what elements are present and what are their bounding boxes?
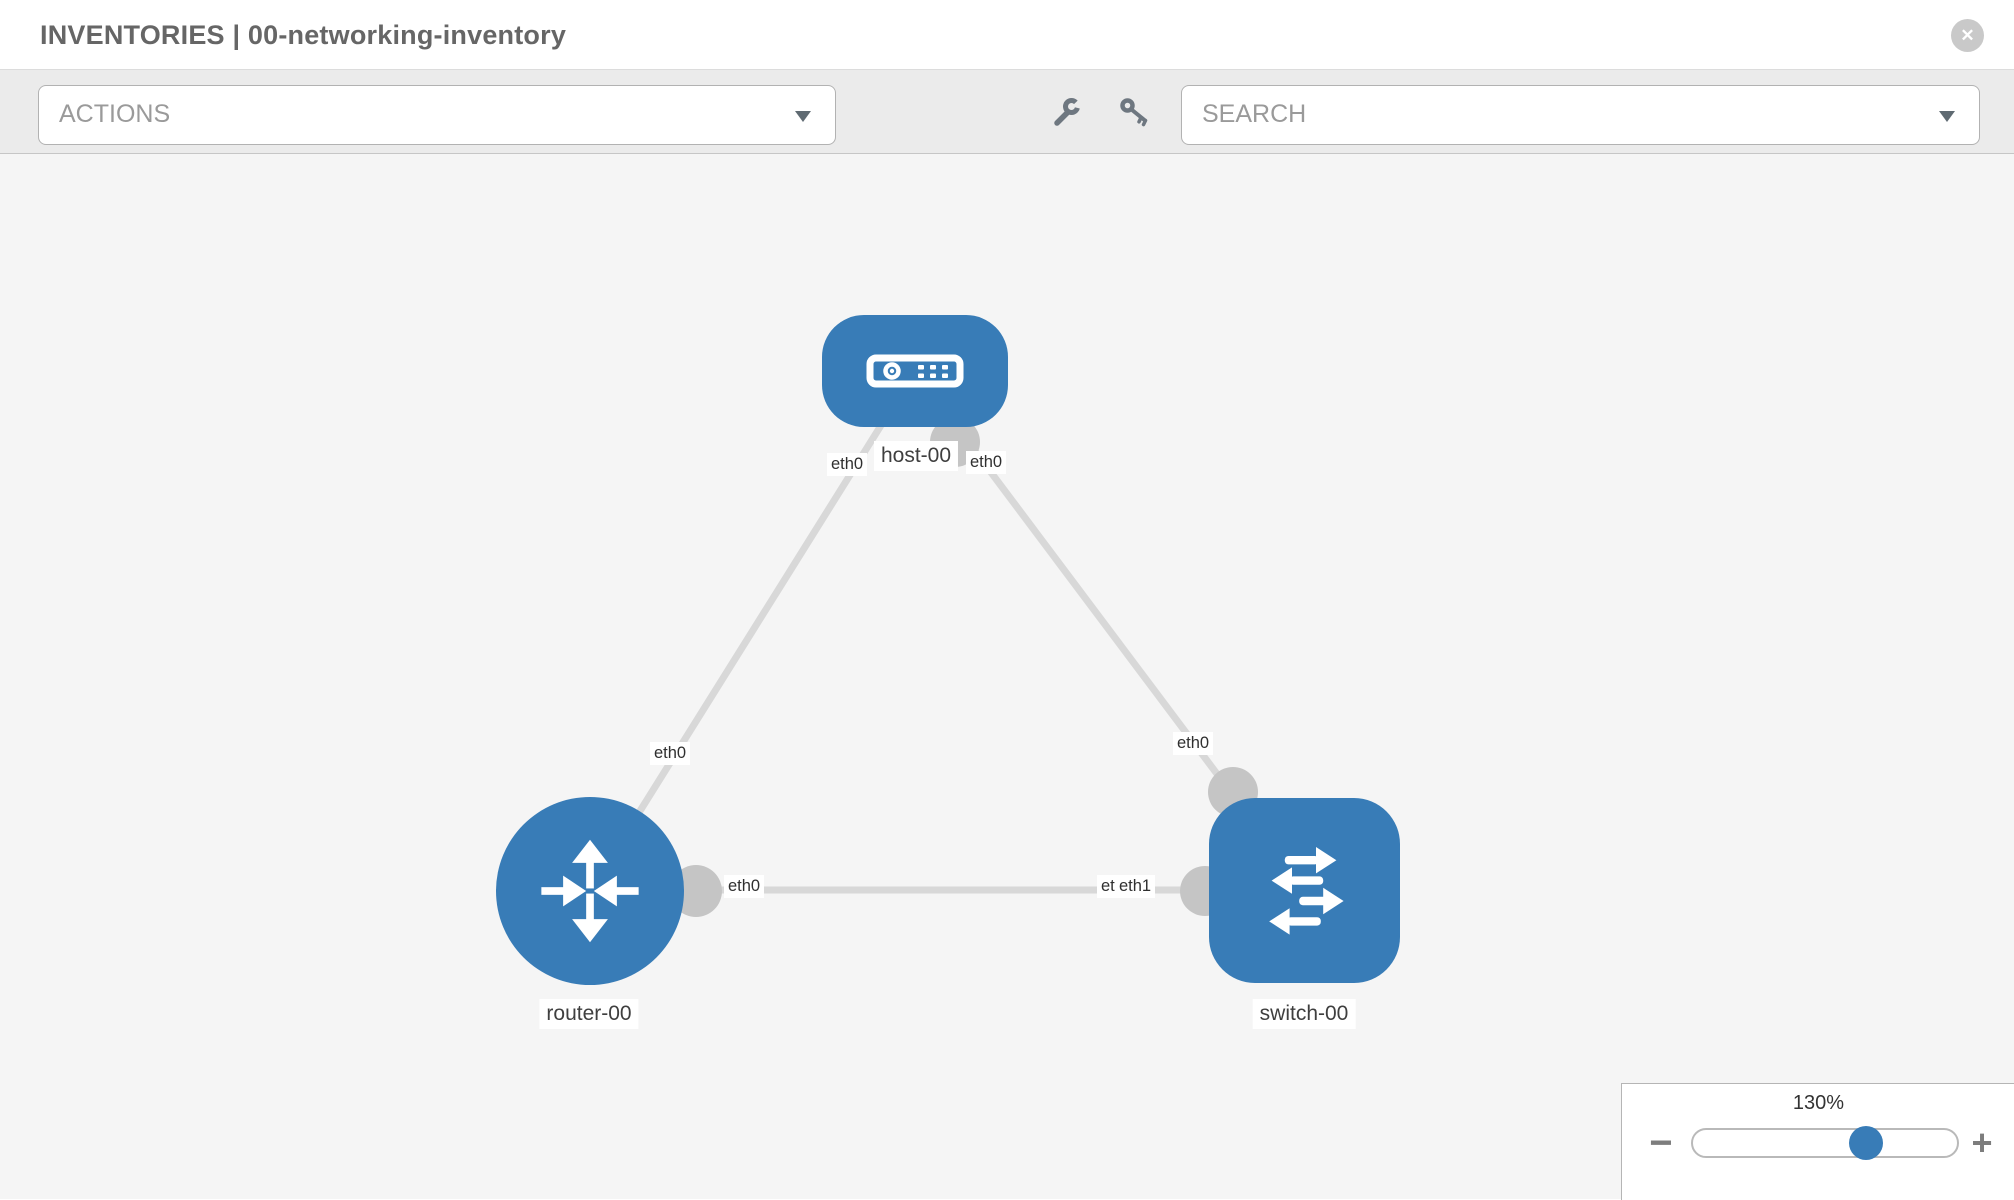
node-switch-00[interactable] xyxy=(1209,798,1400,983)
node-label-router: router-00 xyxy=(539,999,639,1029)
host-icon xyxy=(866,354,964,388)
switch-icon xyxy=(1269,847,1344,935)
zoom-in-glyph: + xyxy=(1971,1122,1993,1163)
zoom-slider-knob[interactable] xyxy=(1849,1126,1883,1160)
wrench-icon[interactable] xyxy=(1050,96,1082,128)
key-icon[interactable] xyxy=(1118,96,1150,128)
interface-label: eth0 xyxy=(1173,732,1214,755)
zoom-in-icon[interactable]: + xyxy=(1965,1122,1999,1163)
topology-canvas[interactable]: eth0 eth0 eth0 eth0 eth0 eth0 eth1 host-… xyxy=(0,154,2014,1200)
node-label-switch: switch-00 xyxy=(1252,999,1356,1029)
interface-label: eth0 xyxy=(966,451,1007,474)
node-router-00[interactable] xyxy=(496,797,684,985)
node-label-host: host-00 xyxy=(873,441,959,471)
node-host-00[interactable] xyxy=(822,315,1008,427)
chevron-down-icon xyxy=(795,111,811,122)
actions-dropdown[interactable]: ACTIONS xyxy=(38,85,836,145)
chevron-down-icon xyxy=(1939,111,1955,122)
zoom-out-glyph: − xyxy=(1649,1120,1673,1165)
panel-header: INVENTORIES | 00-networking-inventory ✕ xyxy=(0,0,2014,70)
zoom-out-icon[interactable]: − xyxy=(1644,1121,1678,1165)
router-icon xyxy=(541,839,639,943)
zoom-slider-track[interactable] xyxy=(1691,1126,1959,1160)
interface-label: eth0 xyxy=(827,453,868,476)
interface-label: eth1 xyxy=(1115,875,1156,898)
close-icon[interactable]: ✕ xyxy=(1951,19,1984,52)
zoom-panel: 130% − + xyxy=(1621,1083,2014,1200)
search-input[interactable] xyxy=(1202,86,1902,143)
interface-label: eth0 xyxy=(724,875,765,898)
topology-svg xyxy=(496,315,1400,985)
interface-label: eth0 xyxy=(650,742,691,765)
toolbar: ACTIONS xyxy=(0,70,2014,154)
close-glyph: ✕ xyxy=(1960,25,1975,45)
actions-dropdown-label: ACTIONS xyxy=(59,100,171,128)
zoom-level-value: 130% xyxy=(1792,1092,1845,1114)
search-dropdown[interactable] xyxy=(1181,85,1980,145)
page-title: INVENTORIES | 00-networking-inventory xyxy=(40,19,567,50)
